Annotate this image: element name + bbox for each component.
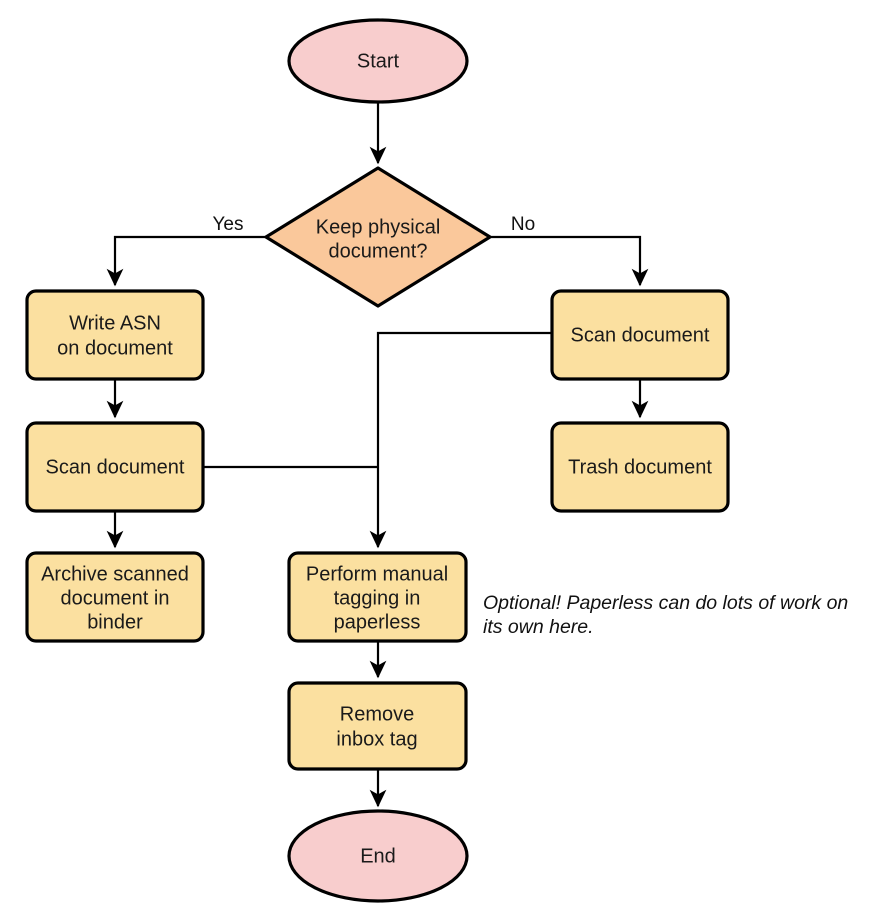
node-write-asn-on-document[interactable]: Write ASN on document bbox=[25, 289, 205, 381]
edge-decision-yes bbox=[106, 235, 266, 287]
write-asn-box-shape bbox=[25, 289, 205, 381]
write-asn-label-line1: Write ASN bbox=[69, 312, 161, 334]
scan-document-left-label: Scan document bbox=[46, 456, 185, 478]
end-label: End bbox=[360, 845, 396, 867]
remove-inbox-tag-label-line1: Remove bbox=[340, 703, 414, 725]
decision-diamond-shape bbox=[264, 166, 492, 308]
node-scan-document-right[interactable]: Scan document bbox=[550, 289, 730, 381]
manual-tagging-label-line3: paperless bbox=[334, 611, 421, 633]
remove-inbox-tag-label-line2: inbox tag bbox=[336, 728, 417, 750]
node-end[interactable]: End bbox=[287, 809, 469, 903]
edge-decision-no bbox=[490, 235, 649, 287]
scan-document-right-box-shape bbox=[550, 289, 730, 381]
optional-note-line2: its own here. bbox=[483, 616, 594, 638]
edge-label-yes: Yes bbox=[213, 214, 244, 235]
archive-label-line2: document in bbox=[61, 587, 170, 609]
write-asn-label-line2: on document bbox=[57, 337, 173, 359]
start-ellipse-shape bbox=[287, 18, 469, 104]
decision-label-line1: Keep physical bbox=[316, 216, 441, 238]
decision-label-line2: document? bbox=[329, 240, 428, 262]
scan-document-right-label: Scan document bbox=[571, 324, 710, 346]
node-archive-scanned-document[interactable]: Archive scanned document in binder bbox=[25, 551, 205, 643]
scan-document-left-box-shape bbox=[25, 421, 205, 513]
archive-label-line3: binder bbox=[87, 611, 143, 633]
manual-tagging-label-line2: tagging in bbox=[334, 587, 421, 609]
remove-inbox-tag-box-shape bbox=[287, 681, 468, 771]
node-remove-inbox-tag[interactable]: Remove inbox tag bbox=[287, 681, 468, 771]
edge-label-no: No bbox=[511, 214, 535, 235]
archive-label-line1: Archive scanned bbox=[41, 563, 189, 585]
manual-tagging-box-shape bbox=[287, 551, 468, 643]
trash-document-box-shape bbox=[550, 421, 730, 513]
node-scan-document-left[interactable]: Scan document bbox=[25, 421, 205, 513]
start-label: Start bbox=[357, 50, 400, 72]
edge-layer: Yes No bbox=[106, 102, 649, 808]
node-perform-manual-tagging[interactable]: Perform manual tagging in paperless bbox=[287, 551, 468, 643]
trash-document-label: Trash document bbox=[568, 456, 712, 478]
edge-scan-right-to-manual-tagging bbox=[369, 331, 552, 549]
manual-tagging-label-line1: Perform manual bbox=[306, 563, 448, 585]
optional-note-line1: Optional! Paperless can do lots of work … bbox=[483, 592, 848, 614]
node-decision-keep-physical-document[interactable]: Keep physical document? bbox=[264, 166, 492, 308]
node-start[interactable]: Start bbox=[287, 18, 469, 104]
node-trash-document[interactable]: Trash document bbox=[550, 421, 730, 513]
end-ellipse-shape bbox=[287, 809, 469, 903]
archive-box-shape bbox=[25, 551, 205, 643]
annotation-optional-note: Optional! Paperless can do lots of work … bbox=[483, 592, 848, 638]
